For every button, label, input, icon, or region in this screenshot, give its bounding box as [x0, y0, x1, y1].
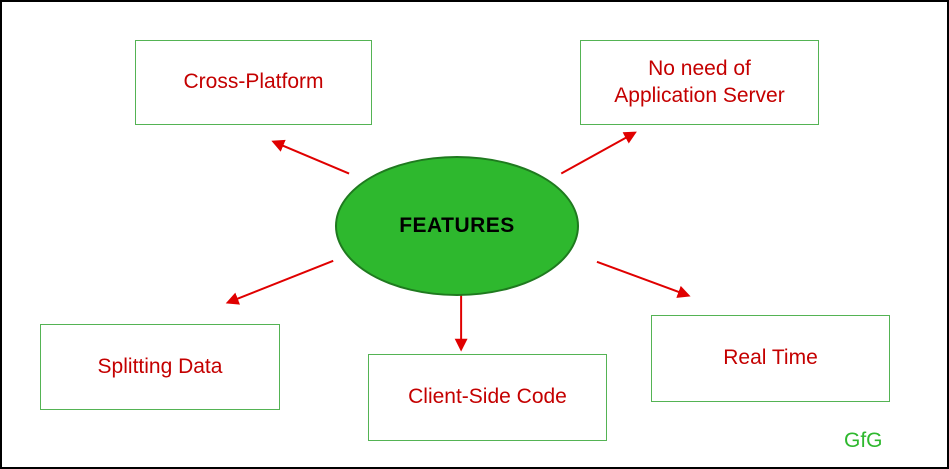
- node-splitting-data-label: Splitting Data: [97, 354, 223, 378]
- node-no-app-server: No need of Application Server: [580, 40, 819, 125]
- gfg-watermark: GfG: [844, 429, 883, 452]
- node-client-side-code: Client-Side Code: [368, 354, 607, 441]
- node-real-time-label: Real Time: [723, 346, 818, 370]
- node-no-app-server-label: No need of Application Server: [614, 57, 785, 107]
- center-node-features: FEATURES: [335, 156, 579, 296]
- arrow-to-no-app-server: [560, 131, 637, 175]
- arrow-to-cross-platform: [271, 139, 350, 175]
- node-cross-platform-label: Cross-Platform: [183, 70, 324, 94]
- arrow-to-real-time: [596, 260, 691, 298]
- node-client-side-code-label: Client-Side Code: [408, 385, 567, 409]
- node-cross-platform: Cross-Platform: [135, 40, 372, 125]
- center-node-label: FEATURES: [399, 214, 515, 237]
- node-splitting-data: Splitting Data: [40, 324, 280, 410]
- arrow-to-splitting-data: [225, 259, 334, 305]
- node-real-time: Real Time: [651, 315, 890, 402]
